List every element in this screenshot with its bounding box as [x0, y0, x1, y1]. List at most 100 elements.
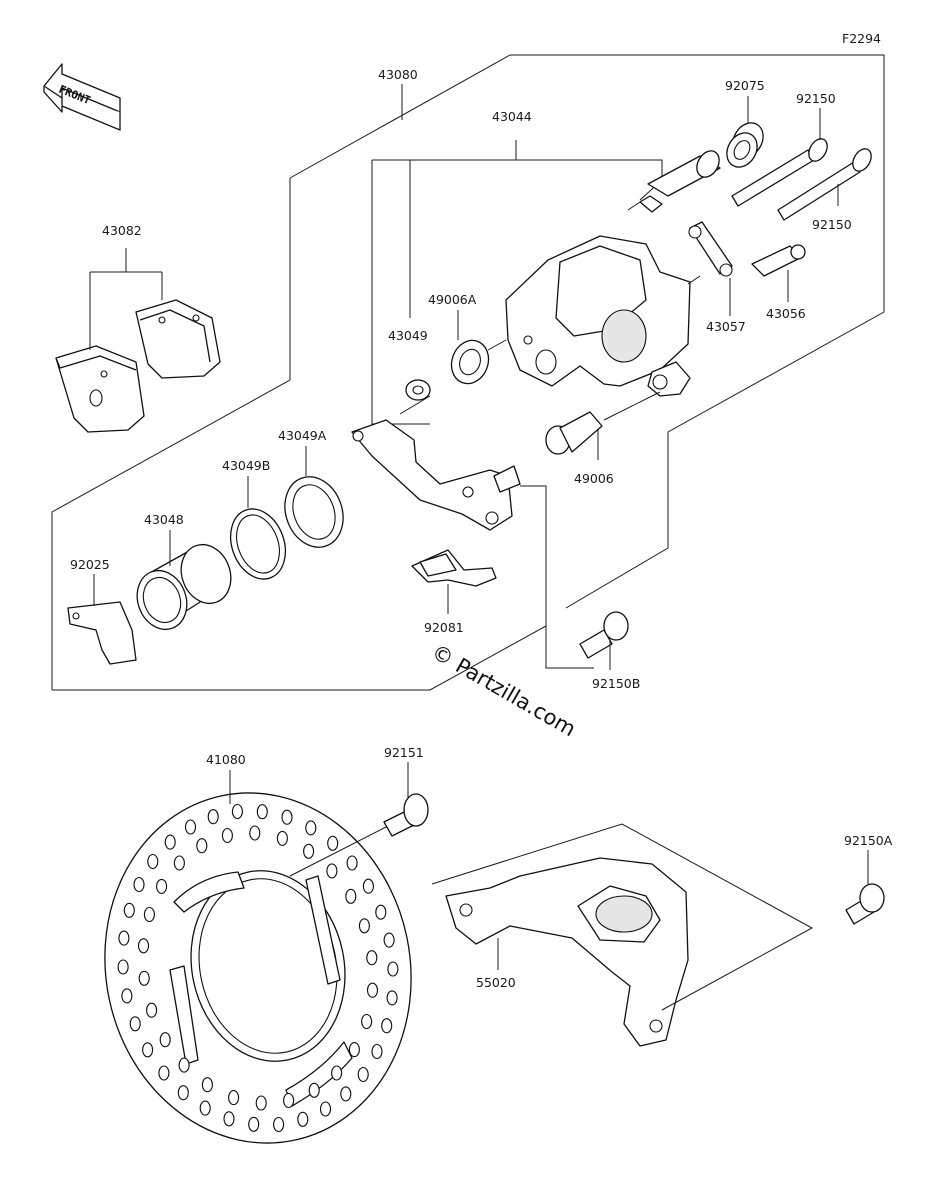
disc-hole: [129, 1016, 141, 1032]
disc-hole: [248, 1116, 260, 1132]
disc-hole: [177, 1085, 189, 1101]
seal-49006A: [450, 310, 507, 385]
bracket-55020: [445, 857, 689, 1047]
label-92151: 92151: [384, 745, 424, 760]
disc-holes: [117, 803, 399, 1133]
disc-hole: [297, 1111, 309, 1127]
disc-hole: [146, 1002, 158, 1018]
disc-hole: [381, 1018, 393, 1034]
piston-43048: [136, 543, 232, 631]
bolt-92151: [383, 762, 429, 837]
label-92150-right: 92150: [812, 217, 852, 232]
label-41080: 41080: [206, 752, 246, 767]
caliper-bracket-43044: [371, 140, 663, 425]
label-49006A: 49006A: [428, 292, 477, 307]
disc-hole: [142, 1042, 154, 1058]
disc-hole: [327, 835, 339, 851]
disc-hole: [147, 853, 159, 870]
disc-hole: [281, 809, 293, 825]
label-43044: 43044: [492, 109, 532, 124]
label-92150-top: 92150: [796, 91, 836, 106]
disc-hole: [283, 1092, 295, 1109]
disc-hole: [358, 918, 370, 934]
disc-hole: [308, 1082, 320, 1098]
disc-hole: [137, 938, 150, 954]
disc-hole: [348, 1042, 360, 1058]
disc-hole: [362, 878, 374, 894]
label-49006: 49006: [574, 471, 614, 486]
link-43057: [688, 221, 733, 316]
disc-hole: [199, 1100, 211, 1116]
disc-hole: [340, 1086, 352, 1102]
bleeder-43056: [751, 244, 806, 302]
disc-hole: [346, 855, 358, 871]
label-43049A: 43049A: [278, 428, 327, 443]
disc-hole: [158, 1065, 170, 1081]
disc-hole: [228, 1090, 240, 1106]
disc-hole: [173, 855, 185, 871]
label-43049: 43049: [388, 328, 428, 343]
disc-hole: [326, 863, 338, 879]
pin-92150-top: [731, 108, 828, 207]
disc-hole: [196, 838, 208, 854]
disc-hole: [303, 843, 315, 859]
label-55020: 55020: [476, 975, 516, 990]
washer-43049: [405, 379, 431, 401]
bolt-92150A: [845, 850, 885, 925]
bolt-49006: [545, 391, 661, 460]
disc-hole: [184, 819, 197, 835]
disc-hole: [201, 1077, 213, 1093]
disc-hole: [319, 1101, 332, 1117]
watermark: © Partzilla.com: [428, 640, 580, 742]
front-arrow-icon: FRONT: [43, 63, 121, 131]
disc-hole: [361, 1013, 373, 1030]
seal-43049A: [284, 476, 344, 548]
caliper-body: [505, 235, 701, 397]
label-43080: 43080: [378, 67, 418, 82]
disc-hole: [231, 803, 243, 820]
disc-hole: [117, 959, 129, 975]
label-43057: 43057: [706, 319, 746, 334]
disc-hole: [164, 834, 176, 850]
clip-92081: [411, 549, 497, 587]
disc-hole: [375, 904, 387, 920]
disc-hole: [159, 1032, 171, 1048]
disc-hole: [256, 804, 268, 820]
pin-92150-right: [777, 148, 872, 221]
disc-hole: [156, 878, 168, 894]
disc-hole: [383, 932, 395, 948]
label-92150B: 92150B: [592, 676, 640, 691]
seal-43049B: [229, 508, 287, 580]
disc-hole: [143, 906, 155, 923]
disc-hole: [255, 1095, 267, 1111]
label-92150A: 92150A: [844, 833, 893, 848]
disc-hole: [223, 1111, 235, 1127]
label-43049B: 43049B: [222, 458, 270, 473]
brake-pads-43082: [55, 299, 221, 433]
disc-hole: [331, 1065, 343, 1081]
disc-hole: [118, 930, 130, 946]
disc-hole: [273, 1116, 285, 1133]
disc-hole: [123, 902, 135, 918]
disc-hole: [366, 950, 378, 966]
disc-hole: [386, 990, 398, 1006]
disc-hole: [207, 809, 219, 825]
label-92081: 92081: [424, 620, 464, 635]
disc-hole: [366, 982, 379, 998]
label-43056: 43056: [766, 306, 806, 321]
assembly-outline-43080: [51, 54, 885, 691]
disc-hole: [276, 830, 288, 846]
disc-hole: [387, 961, 399, 977]
caliper-bracket-plate: [351, 395, 594, 669]
slide-pin: [627, 150, 721, 213]
spring-92025: [67, 601, 137, 665]
disc-hole: [121, 988, 133, 1004]
disc-hole: [305, 820, 317, 836]
label-92075: 92075: [725, 78, 765, 93]
disc-hole: [371, 1043, 383, 1060]
disc-hole: [357, 1066, 369, 1083]
disc-hole: [345, 888, 357, 904]
label-43082: 43082: [102, 223, 142, 238]
boot-92075: [726, 122, 764, 168]
